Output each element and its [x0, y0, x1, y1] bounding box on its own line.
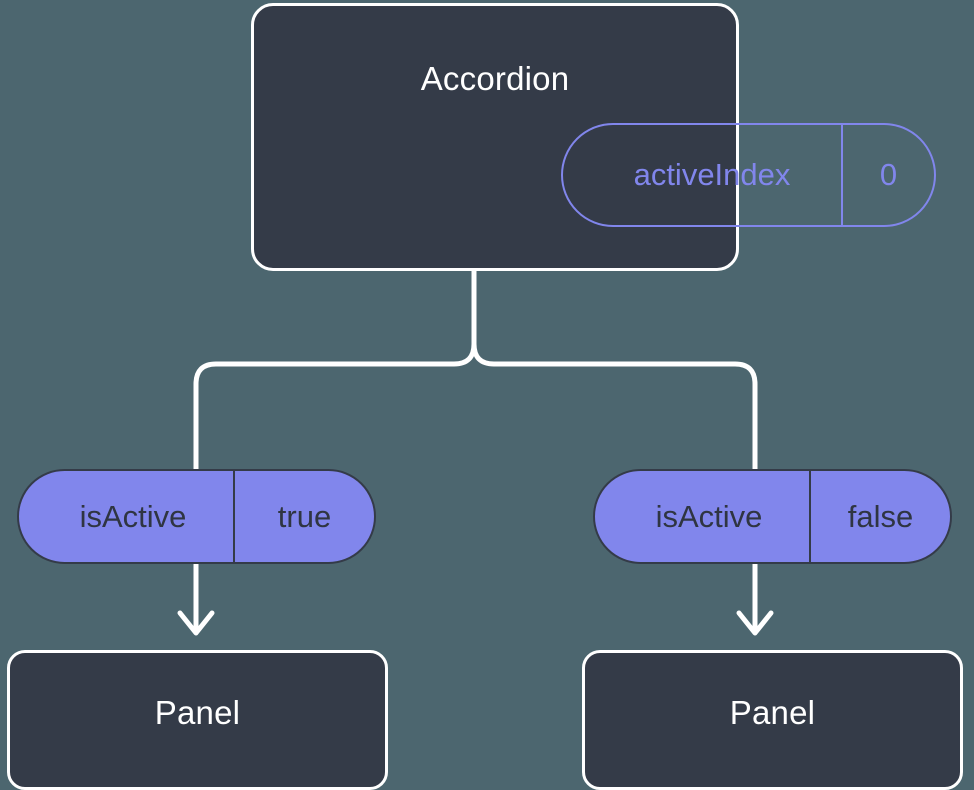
state-pill-active-index-value: 0	[879, 157, 898, 192]
prop-pill-right-is-active[interactable]: isActive false	[593, 469, 952, 564]
state-pill-active-index[interactable]: activeIndex 0	[561, 123, 936, 227]
prop-pill-left-is-active-value: true	[277, 498, 332, 534]
fork-connector-path-left	[193, 341, 477, 473]
left-panel-node[interactable]: Panel	[7, 650, 388, 790]
right-panel-node-label: Panel	[729, 694, 816, 731]
prop-pill-right-is-active-key: isActive	[595, 471, 811, 562]
accordion-node-label: Accordion	[420, 60, 570, 97]
arrow-down-icon-left	[177, 610, 215, 636]
prop-pill-left-is-active[interactable]: isActive true	[17, 469, 376, 564]
prop-pill-right-is-active-value: false	[847, 498, 914, 534]
accordion-component-node[interactable]: Accordion activeIndex 0	[251, 3, 936, 271]
fork-connector-path	[471, 268, 758, 473]
right-panel-node[interactable]: Panel	[582, 650, 963, 790]
left-panel-node-label: Panel	[154, 694, 241, 731]
component-state-diagram: Accordion activeIndex 0 isActive true Pa…	[7, 3, 963, 790]
prop-pill-left-is-active-key: isActive	[19, 471, 235, 562]
state-pill-active-index-key: activeIndex	[563, 125, 843, 225]
arrow-down-icon-right	[736, 610, 774, 636]
